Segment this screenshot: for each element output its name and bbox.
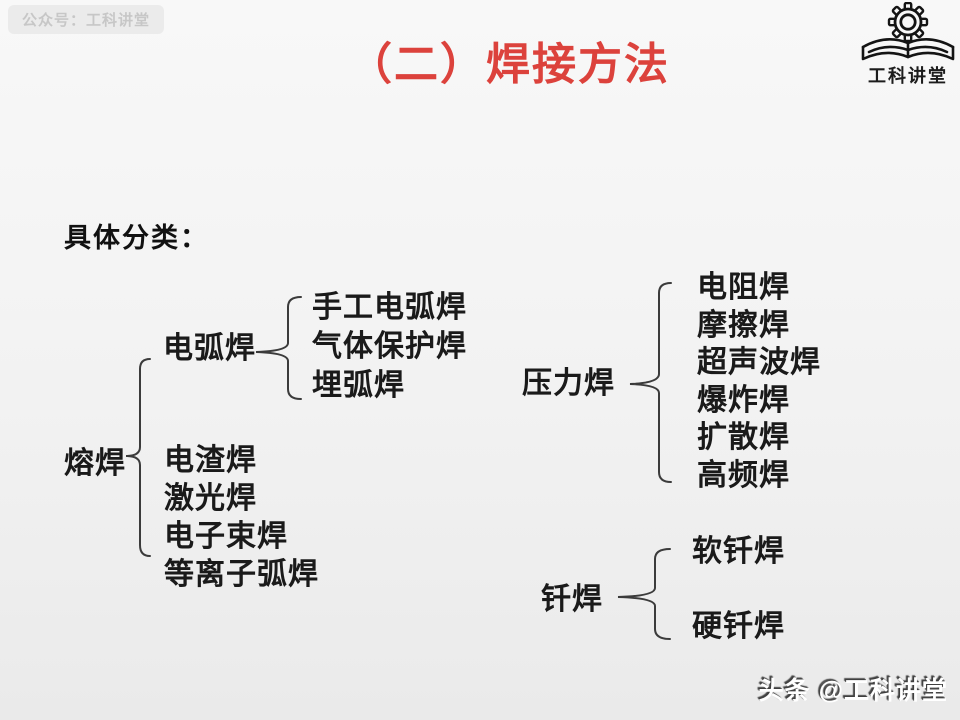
tree-leaf-submerged-arc: 埋弧焊 [312,369,405,402]
tree-leaf-electroslag: 电渣焊 [164,444,257,477]
account-badge: 公众号：工科讲堂 [8,5,165,34]
tree-leaf-gas-shielded: 气体保护焊 [312,330,467,363]
tree-leaf-diffusion: 扩散焊 [697,421,790,454]
tree-leaf-plasma-arc: 等离子弧焊 [164,558,319,591]
brace-brazing-icon [617,548,671,640]
logo [858,1,958,69]
brace-fusion-icon [125,358,151,557]
tree-node-brazing: 钎焊 [541,583,603,616]
gear-book-icon [861,1,955,61]
tree-node-arc: 电弧焊 [163,332,256,365]
tree-node-fusion: 熔焊 [64,447,126,480]
brace-pressure-icon [629,282,672,483]
page-title: （二）焊接方法 [348,40,670,89]
tree-leaf-manual-arc: 手工电弧焊 [312,291,467,324]
tree-leaf-laser: 激光焊 [164,482,257,515]
watermark: 头条 @工科讲堂 [758,677,948,705]
tree-leaf-friction: 摩擦焊 [697,309,790,342]
tree-leaf-resistance: 电阻焊 [697,271,790,304]
tree-leaf-ultrasonic: 超声波焊 [697,346,821,379]
tree-leaf-high-frequency: 高频焊 [697,459,790,492]
tree-leaf-explosion: 爆炸焊 [697,384,790,417]
section-label: 具体分类： [64,223,209,253]
tree-leaf-hard-brazing: 硬钎焊 [692,610,785,643]
brace-arc-group-icon [255,296,302,400]
tree-node-pressure: 压力焊 [522,367,615,400]
tree-leaf-soldering: 软钎焊 [692,535,785,568]
logo-text: 工科讲堂 [868,66,948,86]
tree-leaf-electron-beam: 电子束焊 [164,520,288,553]
